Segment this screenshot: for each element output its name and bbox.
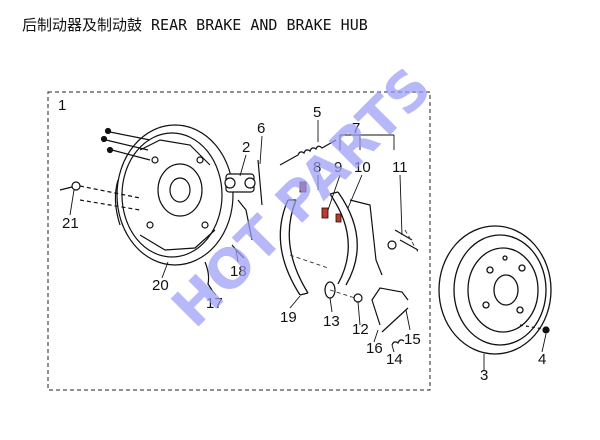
- washer: [353, 293, 363, 303]
- callout-leaders: [69, 120, 547, 370]
- callout-21: 21: [62, 215, 79, 232]
- callout-7: 7: [352, 120, 360, 137]
- brake-shoe-left: [279, 199, 309, 296]
- callout-6: 6: [257, 120, 265, 137]
- brake-drum: [438, 225, 552, 355]
- callout-2: 2: [242, 139, 250, 156]
- callout-8: 8: [313, 159, 321, 176]
- callout-5: 5: [313, 104, 321, 121]
- diagram-title: 后制动器及制动鼓 REAR BRAKE AND BRAKE HUB: [22, 16, 368, 34]
- parking-lever: [349, 199, 383, 276]
- callout-4: 4: [538, 351, 546, 368]
- assembly-guides: [289, 229, 419, 299]
- callout-16: 16: [366, 340, 383, 357]
- callout-17: 17: [206, 295, 223, 312]
- retaining-pins: [387, 229, 419, 251]
- wheel-cylinder: [224, 173, 256, 193]
- callout-10: 10: [354, 159, 371, 176]
- callout-3: 3: [480, 367, 488, 384]
- adjuster-spring: [204, 261, 213, 291]
- callout-15: 15: [404, 331, 421, 348]
- group-label: 1: [58, 97, 66, 114]
- upper-return-spring: [279, 139, 337, 166]
- shoe-hold-parts: [299, 181, 342, 223]
- bleeder-screw: [59, 181, 141, 211]
- assembly-boundary: [47, 91, 431, 391]
- drum-bolt: [519, 324, 550, 334]
- parking-strut: [231, 244, 245, 259]
- callout-13: 13: [323, 313, 340, 330]
- strut-assembly: [371, 287, 409, 346]
- adjuster-lever: [237, 159, 263, 241]
- callout-19: 19: [280, 309, 297, 326]
- callout-labels: 2 3 4 5 6 7 8 9 10 11 12 13 14 15 16 17 …: [62, 104, 546, 384]
- callout-9: 9: [334, 159, 342, 176]
- callout-20: 20: [152, 277, 169, 294]
- callout-14: 14: [386, 351, 403, 368]
- callout-11: 11: [392, 159, 408, 176]
- mounting-bolts: [100, 127, 151, 161]
- callout-18: 18: [230, 263, 247, 280]
- callout-12: 12: [352, 321, 369, 338]
